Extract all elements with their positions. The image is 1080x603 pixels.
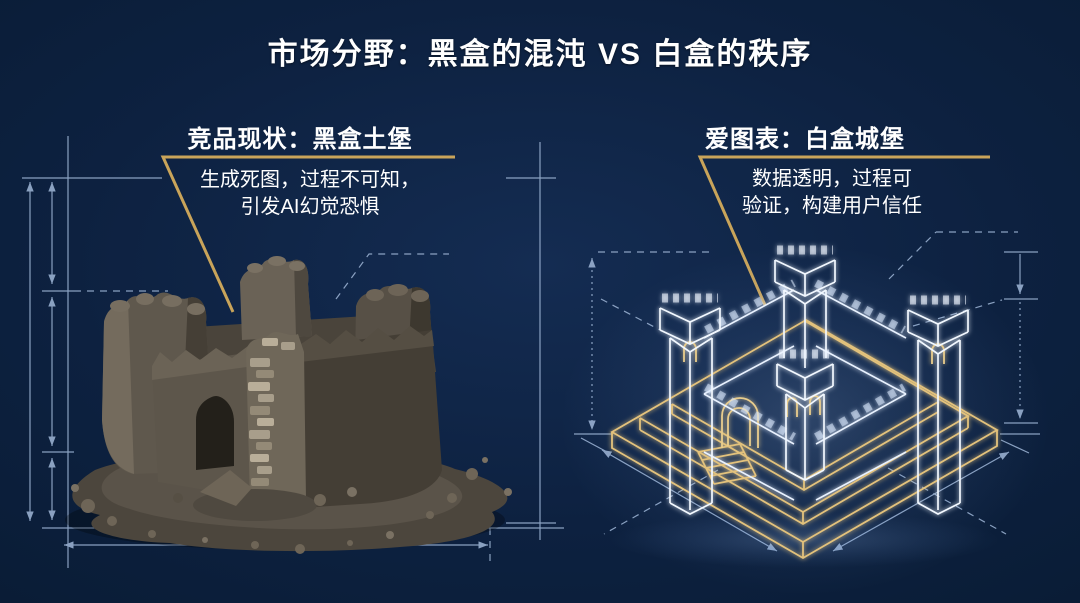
left-callout-leader-line bbox=[160, 155, 455, 313]
right-callout-text: 数据透明，过程可 验证，构建用户信任 bbox=[682, 166, 982, 220]
left-callout-line2: 引发AI幻觉恐惧 bbox=[240, 196, 380, 218]
wireframe-castle-illustration bbox=[610, 245, 999, 560]
left-callout-text: 生成死图，过程不可知， 引发AI幻觉恐惧 bbox=[150, 167, 470, 221]
slide-title: 市场分野：黑盒的混沌 VS 白盒的秩序 bbox=[267, 38, 813, 71]
left-panel-label: 竞品现状：黑盒土堡 bbox=[187, 126, 413, 153]
left-callout-line1: 生成死图，过程不可知， bbox=[200, 169, 420, 191]
mud-castle-illustration bbox=[65, 256, 512, 554]
right-panel-label: 爱图表：白盒城堡 bbox=[705, 126, 905, 153]
right-callout-line2: 验证，构建用户信任 bbox=[742, 195, 922, 217]
right-callout-line1: 数据透明，过程可 bbox=[752, 168, 912, 190]
